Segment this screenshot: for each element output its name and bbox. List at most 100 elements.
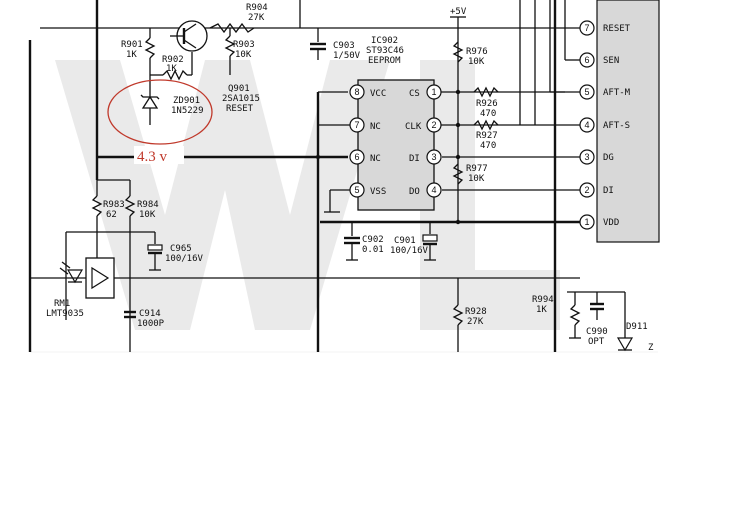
ic-pin-8: 8 VCC: [349, 84, 386, 100]
transistor-q901: Q901 2SA1015 RESET: [170, 20, 260, 114]
component-label: 10K: [139, 210, 156, 220]
connector-pin-2: 2 DI: [442, 182, 614, 198]
voltage-annotation: 4.3 v: [137, 149, 168, 165]
component-label: OPT: [588, 337, 605, 347]
resistor-r994: R994 1K: [532, 291, 625, 339]
component-label: 62: [106, 210, 117, 220]
component-label: C914: [139, 309, 161, 319]
connector-pin-5: 5 AFT-M: [550, 84, 631, 100]
watermark: [55, 60, 560, 330]
connector-pin-1: 1 VDD: [320, 214, 619, 230]
component-label: 4: [431, 185, 436, 195]
component-label: R928: [465, 307, 487, 317]
capacitor-c914: C914 1000P: [124, 309, 165, 329]
ir-receiver-rm1: RM1 LMT9035: [46, 232, 115, 320]
supply-5v: +5V: [450, 7, 467, 222]
component-label: C965: [170, 244, 192, 254]
component-label: CLK: [405, 122, 422, 132]
junction-dot: [455, 154, 461, 160]
component-label: D911: [626, 322, 648, 332]
pin-number: 7: [584, 23, 589, 33]
resistor-r977: R977 10K: [452, 163, 488, 185]
component-label: C901: [394, 236, 416, 246]
component-label: R994: [532, 295, 554, 305]
component-label: R903: [233, 40, 255, 50]
component-label: 2SA1015: [222, 94, 260, 104]
component-label: 6: [354, 152, 359, 162]
partial-glyph: Z: [648, 343, 654, 353]
capacitor-c901: C901 100/16V: [390, 222, 438, 261]
ic-pin-4: 4 DO: [409, 182, 442, 198]
pin-number: 3: [584, 152, 589, 162]
component-label: Q901: [228, 84, 250, 94]
component-label: R976: [466, 47, 488, 57]
component-label: 470: [480, 141, 496, 151]
component-label: 1K: [126, 50, 137, 60]
component-label: EEPROM: [368, 56, 401, 66]
diode-d911: D911 Z: [616, 292, 654, 353]
capacitor-c990: C990 OPT: [586, 292, 608, 347]
component-label: R983: [103, 200, 125, 210]
resistor-r926: R926 470: [473, 86, 499, 119]
pin-label: RESET: [603, 24, 631, 34]
component-label: C990: [586, 327, 608, 337]
component-label: DO: [409, 187, 420, 197]
component-label: 470: [480, 109, 496, 119]
capacitor-c903: C903 1/50V: [310, 28, 361, 61]
junction-dot: [455, 122, 461, 128]
component-label: C902: [362, 235, 384, 245]
component-label: NC: [370, 122, 381, 132]
pin-number: 1: [584, 217, 589, 227]
resistor-r984: R984 10K: [124, 180, 159, 352]
pin-label: VDD: [603, 218, 619, 228]
component-label: 1K: [166, 64, 177, 74]
component-label: 10K: [235, 50, 252, 60]
connector-pin-4: 4 AFT-S: [535, 117, 630, 133]
component-label: IC902: [371, 36, 398, 46]
component-label: 27K: [467, 317, 484, 327]
component-label: ZD901: [173, 96, 200, 106]
component-label: +5V: [450, 7, 467, 17]
component-label: DI: [409, 154, 420, 164]
connector-pin-3: 3 DG: [442, 149, 614, 165]
connector-body: [596, 0, 660, 243]
component-label: 10K: [468, 57, 485, 67]
component-label: LMT9035: [46, 309, 84, 319]
component-label: 1K: [536, 305, 547, 315]
ic902-eeprom: IC902 ST93C46 EEPROM: [357, 36, 435, 211]
ic-pin-1: 1 CS: [409, 84, 565, 100]
capacitor-c965: C965 100/16V: [147, 232, 204, 271]
resistor-r928: R928 27K: [452, 278, 487, 352]
connector-pin-7: 7 RESET: [40, 20, 631, 36]
ic-pin-5: 5 VSS: [324, 182, 386, 213]
component-label: 0.01: [362, 245, 384, 255]
pin-number: 6: [584, 55, 589, 65]
component-label: RM1: [54, 299, 70, 309]
pin-label: AFT-S: [603, 121, 630, 131]
pin-label: DI: [603, 186, 614, 196]
component-label: RESET: [226, 104, 254, 114]
junction-dot: [455, 89, 461, 95]
ic-pin-7: 7 NC: [318, 117, 381, 133]
component-label: 1000P: [137, 319, 165, 329]
component-label: 5: [354, 185, 359, 195]
component-label: CS: [409, 89, 420, 99]
pin-number: 5: [584, 87, 589, 97]
pin-number: 2: [584, 185, 589, 195]
component-label: 2: [431, 120, 436, 130]
resistor-r927: R927 470: [473, 119, 499, 151]
component-label: R904: [246, 3, 268, 13]
component-label: 10K: [468, 174, 485, 184]
connector-pin-6: 6 SEN: [565, 52, 619, 68]
component-label: 1: [431, 87, 436, 97]
component-label: R902: [162, 55, 184, 65]
component-label: VSS: [370, 187, 386, 197]
resistor-r976: R976 10K: [452, 41, 488, 67]
component-label: 1N5229: [171, 106, 204, 116]
component-label: 100/16V: [165, 254, 204, 264]
ic-pin-6: 6 NC: [349, 149, 381, 165]
resistor-r902: R902 1K: [150, 52, 193, 81]
pin-label: SEN: [603, 56, 619, 66]
